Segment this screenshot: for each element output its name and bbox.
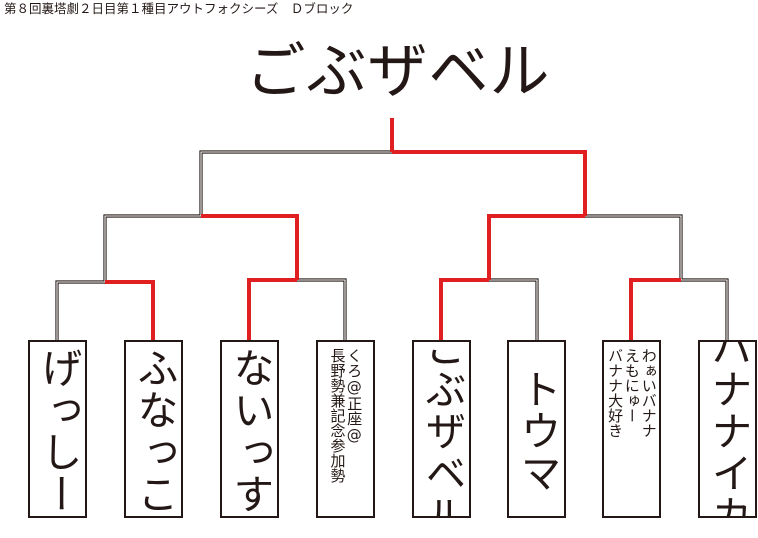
- entrant-name-8: バナナイカ: [704, 340, 753, 518]
- entrant-name-5: ごぶザベル: [418, 340, 467, 518]
- line-r1-m1-left: [55, 280, 105, 340]
- line-r2-m1-left: [103, 214, 201, 282]
- entrant-box-8: バナナイカ: [698, 340, 757, 518]
- win-r1-m3: [439, 278, 489, 340]
- entrant-box-6: トウマ: [507, 340, 566, 518]
- entrant-name-6: トウマ: [513, 368, 562, 494]
- bracket-caption: 第８回裏塔劇２日目第１種目アウトフォクシーズ Ｄブロック: [4, 1, 354, 16]
- win-r1-m4: [629, 278, 681, 340]
- winning-path: [105, 118, 681, 340]
- entrant-name-4: くろ@正座@ 長野勢兼記念参加勢: [328, 348, 364, 483]
- win-r2-m2: [487, 214, 585, 280]
- entrant-name-2: ふなっこ: [130, 347, 179, 515]
- entrant-box-1: げっしー: [28, 340, 87, 518]
- line-r1-m2-right: [249, 278, 347, 340]
- line-r3-m1-left: [199, 150, 392, 216]
- entrant-box-5: ごぶザベル: [412, 340, 471, 518]
- winner-name: ごぶザベル: [245, 37, 551, 107]
- entrant-box-7: わぁいバナナ えもにゅー バナナ大好き: [602, 340, 661, 518]
- line-r1-m4-right: [631, 278, 729, 340]
- line-r2-m2-right: [585, 214, 683, 280]
- entrant-box-2: ふなっこ: [124, 340, 183, 518]
- entrant-name-3: ないっす: [226, 347, 275, 515]
- entrant-box-4: くろ@正座@ 長野勢兼記念参加勢: [316, 340, 375, 518]
- entrant-name-7: わぁいバナナ えもにゅー バナナ大好き: [606, 348, 658, 438]
- entrant-name-1: げっしー: [34, 347, 83, 515]
- entrant-box-3: ないっす: [220, 340, 279, 518]
- win-r1-m2: [247, 278, 297, 340]
- line-r1-m3-right: [441, 278, 539, 340]
- losing-lines-inner: [56, 151, 728, 340]
- win-r3-m2: [392, 150, 587, 216]
- losing-lines: [55, 150, 729, 340]
- win-r1-m1: [105, 280, 155, 340]
- win-r2-m1: [201, 214, 299, 280]
